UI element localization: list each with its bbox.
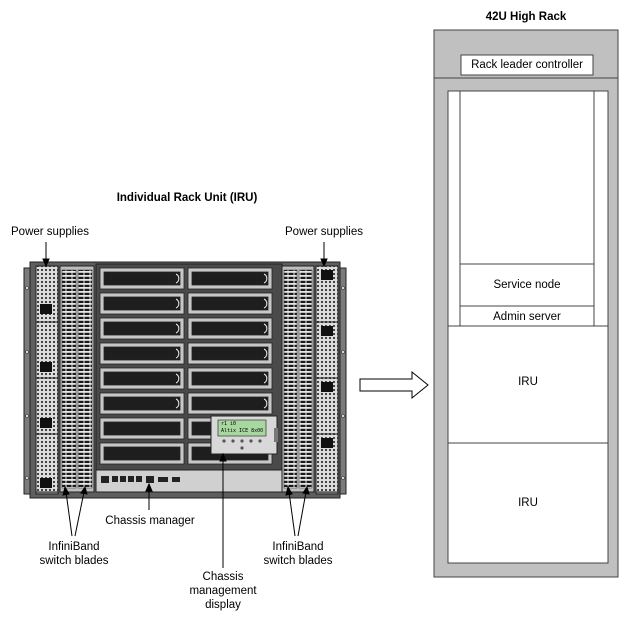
leader-lines [42,242,328,568]
big-arrow [359,370,429,400]
power-supplies-right [315,265,339,495]
iru-title: Individual Rack Unit (IRU) [116,192,258,204]
rack-title: 42U High Rack [485,11,567,23]
infiniband-blades-left [59,265,95,493]
infiniband-right-label-line1: InfiniBand [272,541,324,553]
iru-upper-label: IRU [518,376,538,388]
infiniband-blades-right [281,265,315,493]
infiniband-left-label-line2: switch blades [39,555,109,567]
infiniband-right-label-line2: switch blades [263,555,333,567]
infiniband-left-label-line1: InfiniBand [48,541,100,553]
cmd-display-label-line1: Chassis [202,571,244,583]
iru-lower-label: IRU [518,497,538,509]
lcd-line2: Altix ICE 8x00 [221,428,264,434]
compute-blades [95,263,283,471]
cmd-display-label-line2: management [189,585,257,597]
power-supplies-left [35,265,59,495]
cmd-display-label-line3: display [205,599,241,611]
lcd-line1: r1 i0 [221,421,237,427]
admin-server-label: Admin server [493,311,561,323]
chassis-manager-label: Chassis manager [105,515,195,527]
service-node-label: Service node [493,279,561,291]
power-supplies-left-label: Power supplies [11,226,89,238]
rack-leader-controller-label: Rack leader controller [471,59,583,71]
chassis-manager-module [95,469,283,493]
power-supplies-right-label: Power supplies [285,226,363,238]
chassis-management-display-unit [210,415,278,455]
iru-chassis [23,261,347,499]
rack-frame [433,29,619,578]
